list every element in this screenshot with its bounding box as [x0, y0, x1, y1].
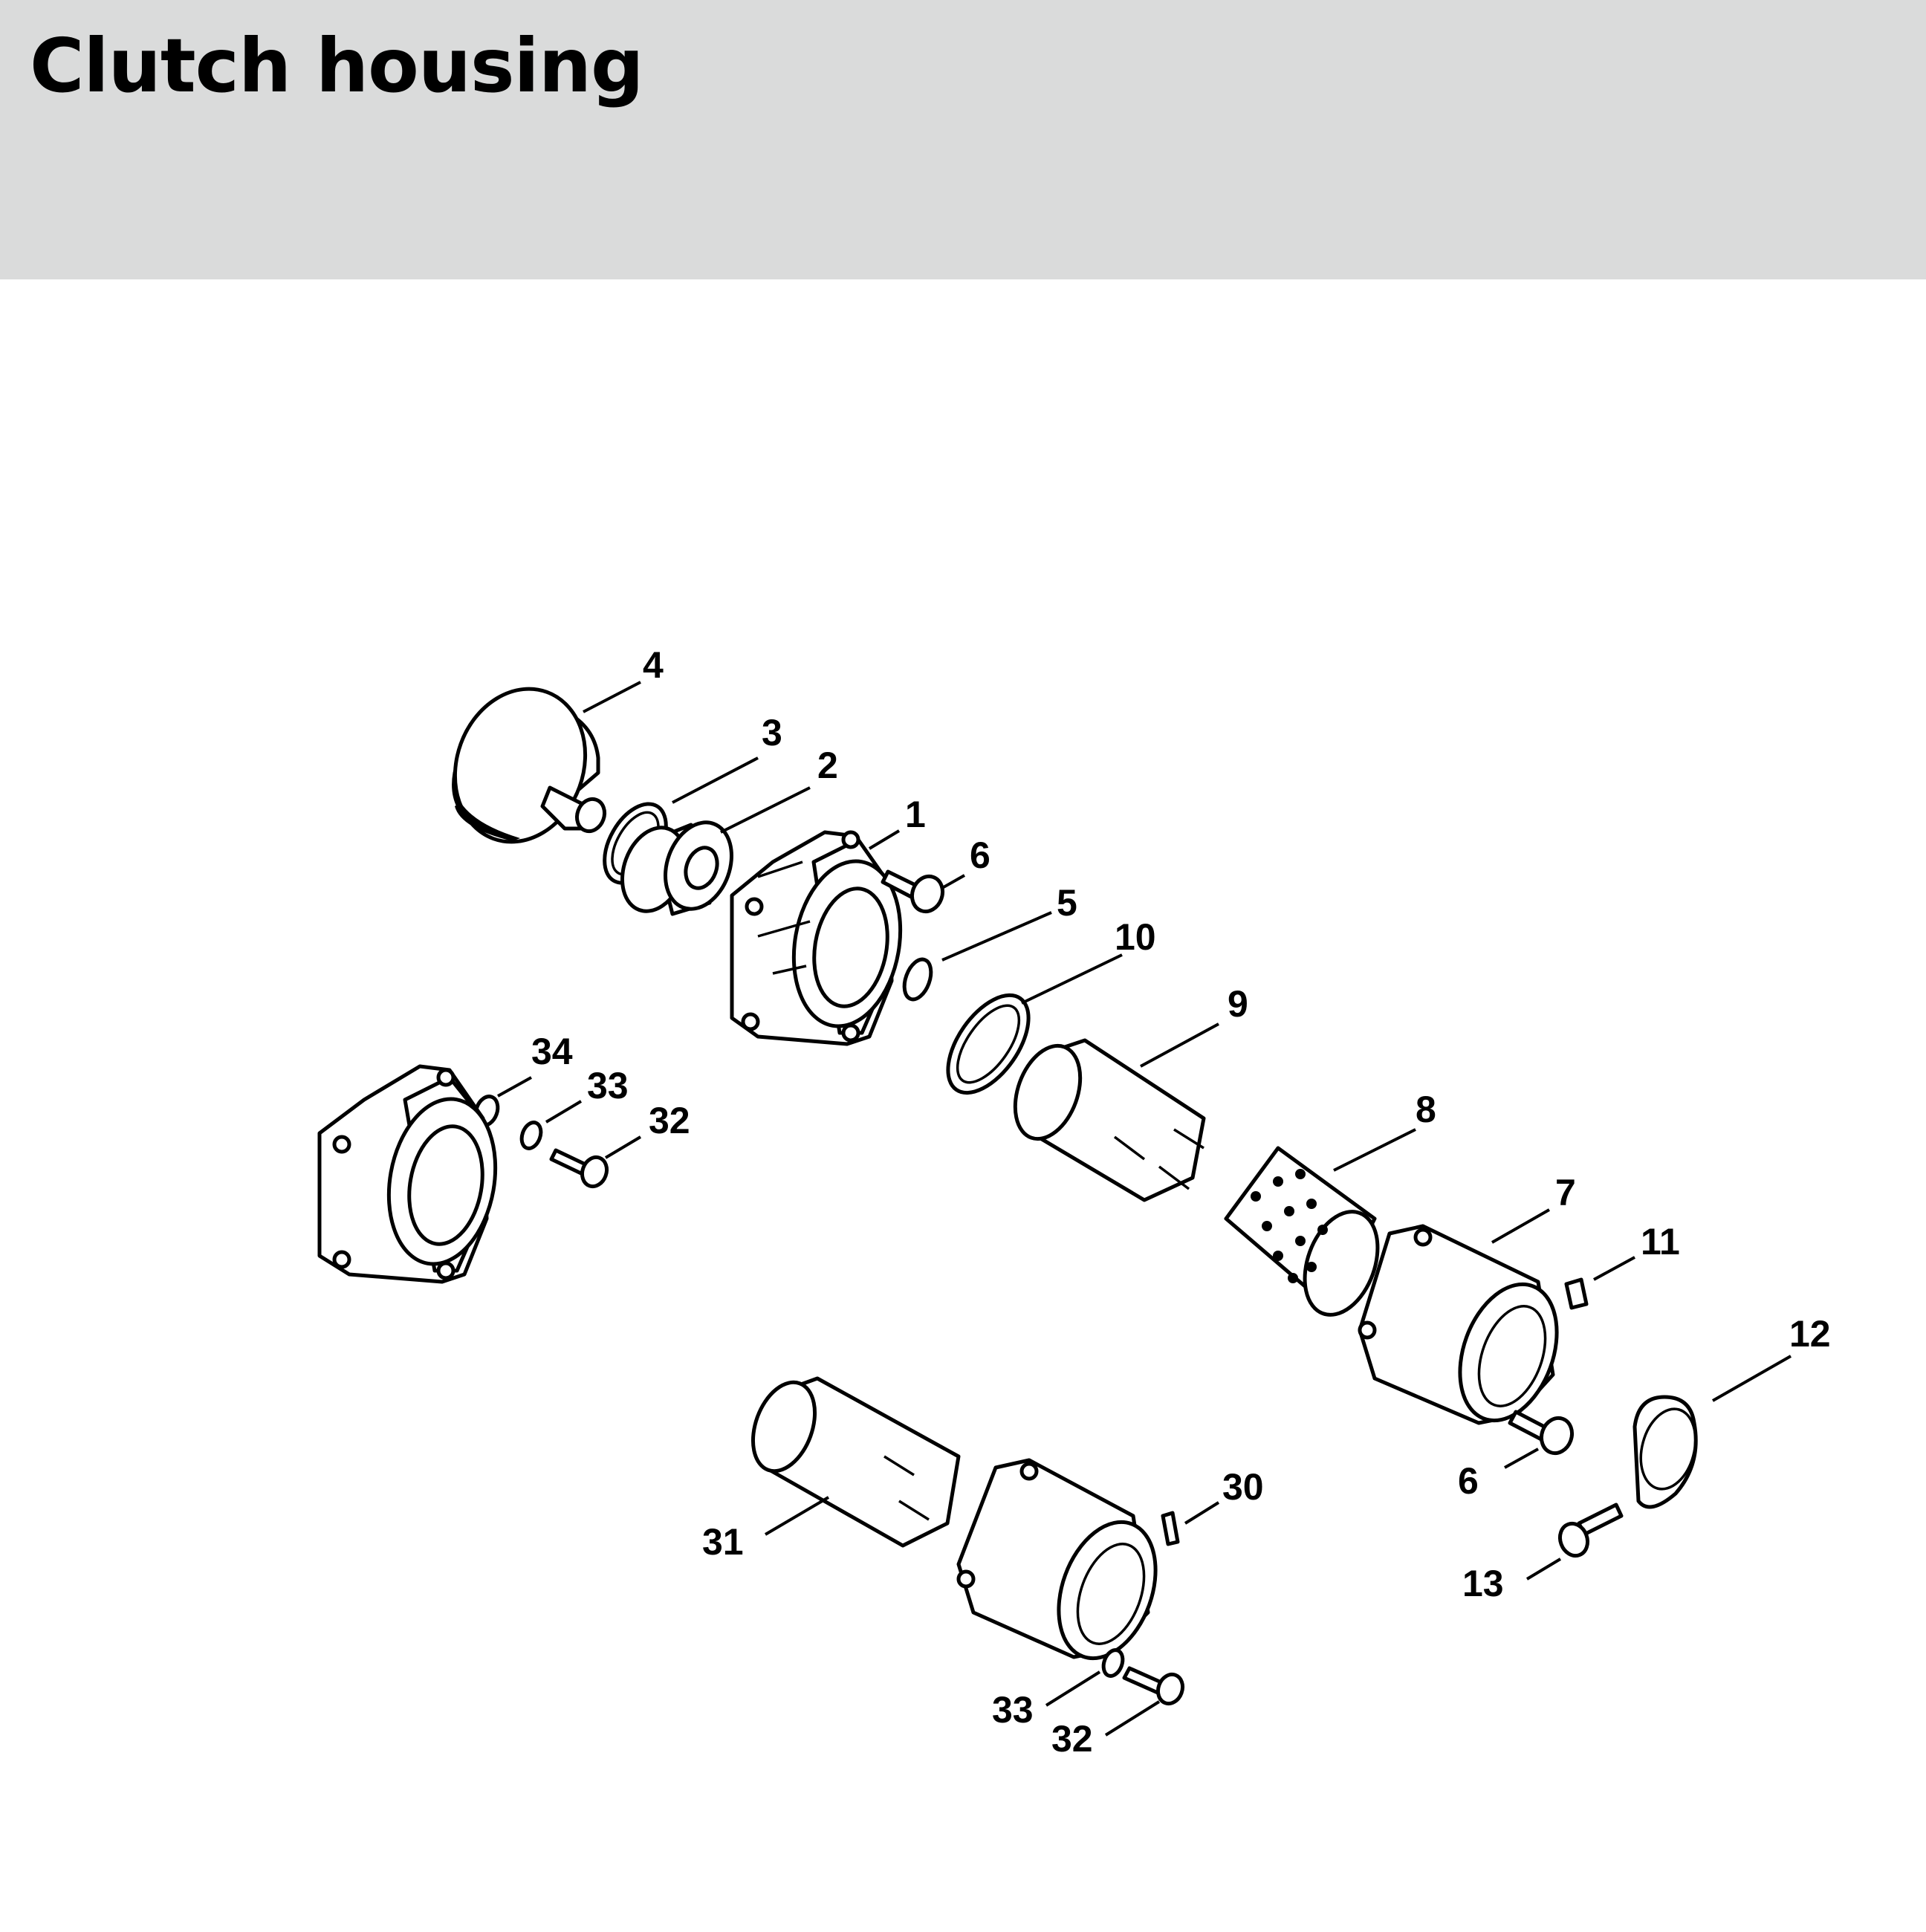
callout-4: 4	[643, 644, 664, 686]
part-screw-lower	[1508, 1410, 1575, 1456]
part-screw-upper	[881, 869, 945, 914]
callout-6-upper: 6	[970, 834, 990, 876]
part-spring-washer-33-lower	[1101, 1648, 1125, 1678]
callout-31: 31	[702, 1521, 744, 1563]
part-clamp	[1632, 1395, 1698, 1509]
part-gear-housing-lower	[956, 1458, 1158, 1661]
part-gear-housing-upper	[1358, 1224, 1559, 1425]
callout-8: 8	[1416, 1089, 1436, 1130]
callout-13: 13	[1462, 1563, 1504, 1604]
part-screw-30	[1161, 1511, 1180, 1546]
callout-12: 12	[1789, 1313, 1831, 1355]
callout-10: 10	[1115, 916, 1156, 958]
callout-32-left: 32	[649, 1100, 690, 1141]
callout-33-lower: 33	[992, 1689, 1034, 1731]
callout-2: 2	[817, 745, 838, 786]
part-plug	[1564, 1277, 1589, 1310]
part-screw-32-lower	[1122, 1666, 1185, 1706]
part-small-circlip	[902, 957, 933, 1002]
callout-3: 3	[762, 712, 782, 753]
callout-30: 30	[1222, 1466, 1264, 1508]
part-clutch-drum	[452, 687, 607, 844]
part-screw-32-left	[549, 1148, 609, 1189]
callout-5: 5	[1057, 882, 1077, 924]
callout-32-lower: 32	[1051, 1718, 1093, 1760]
callout-7: 7	[1555, 1172, 1576, 1213]
callout-34: 34	[531, 1031, 573, 1072]
callout-6-lower: 6	[1458, 1460, 1479, 1502]
part-clutch-housing-lower-left	[317, 1064, 498, 1284]
part-roller-sleeve	[1224, 1146, 1380, 1317]
part-coupling-sleeve-lower	[750, 1376, 961, 1548]
part-ball-bearing	[620, 820, 733, 916]
header-bar: Clutch housing	[0, 0, 1926, 279]
callout-9: 9	[1228, 983, 1248, 1025]
part-clutch-housing-upper	[730, 830, 903, 1046]
part-screw-13	[1557, 1503, 1624, 1558]
part-spring-washer-33-left	[519, 1121, 543, 1150]
leader-lines	[497, 681, 1792, 1737]
callout-11: 11	[1641, 1221, 1680, 1262]
callout-labels: 4 3 2 1 6 5 10 9 34 33 32 8 7 11 12 6 30…	[531, 644, 1831, 1760]
callout-33-left: 33	[587, 1065, 629, 1106]
part-ring	[946, 993, 1031, 1095]
callout-1: 1	[905, 794, 926, 835]
page-title: Clutch housing	[30, 22, 644, 109]
part-coupling-sleeve-upper	[1013, 1038, 1206, 1202]
